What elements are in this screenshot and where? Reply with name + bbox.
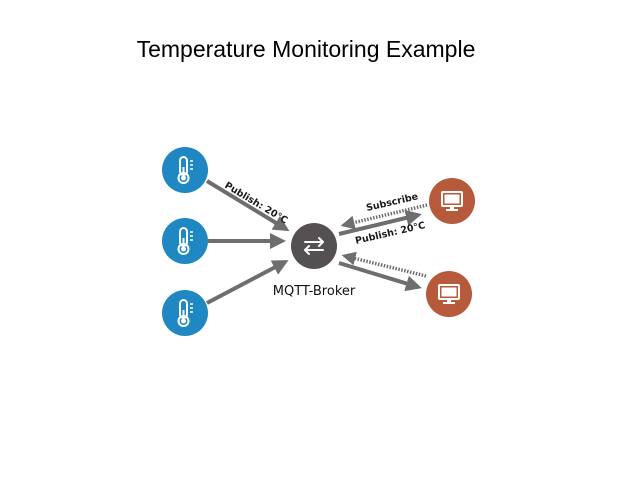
publish-arrow-client-1 bbox=[338, 210, 422, 236]
subscribe-label: Subscribe bbox=[365, 191, 419, 214]
thermometer-icon bbox=[177, 227, 193, 255]
sensor-3 bbox=[162, 290, 208, 336]
client-1 bbox=[429, 178, 475, 224]
sensor-2 bbox=[162, 218, 208, 264]
monitor-icon bbox=[438, 284, 460, 304]
page-title: Temperature Monitoring Example bbox=[136, 36, 476, 62]
broker-label: MQTT-Broker bbox=[273, 284, 356, 299]
subscribe-arrow-client-2 bbox=[341, 251, 427, 278]
client-2 bbox=[426, 271, 472, 317]
publish-label-sensor: Publish: 20°C bbox=[222, 180, 289, 226]
exchange-arrows-icon bbox=[304, 237, 324, 255]
subscribe-arrow-client-1 bbox=[340, 203, 428, 230]
thermometer-icon bbox=[177, 156, 193, 184]
mqtt-broker bbox=[291, 223, 337, 269]
monitor-icon bbox=[441, 191, 463, 211]
arrow-sensor-1-to-broker bbox=[205, 179, 290, 232]
arrow-sensor-3-to-broker bbox=[206, 260, 289, 305]
publish-label-client: Publish: 20°C bbox=[354, 220, 426, 247]
sensor-1 bbox=[162, 147, 208, 193]
publish-arrow-client-2 bbox=[338, 261, 422, 292]
thermometer-icon bbox=[177, 299, 193, 327]
